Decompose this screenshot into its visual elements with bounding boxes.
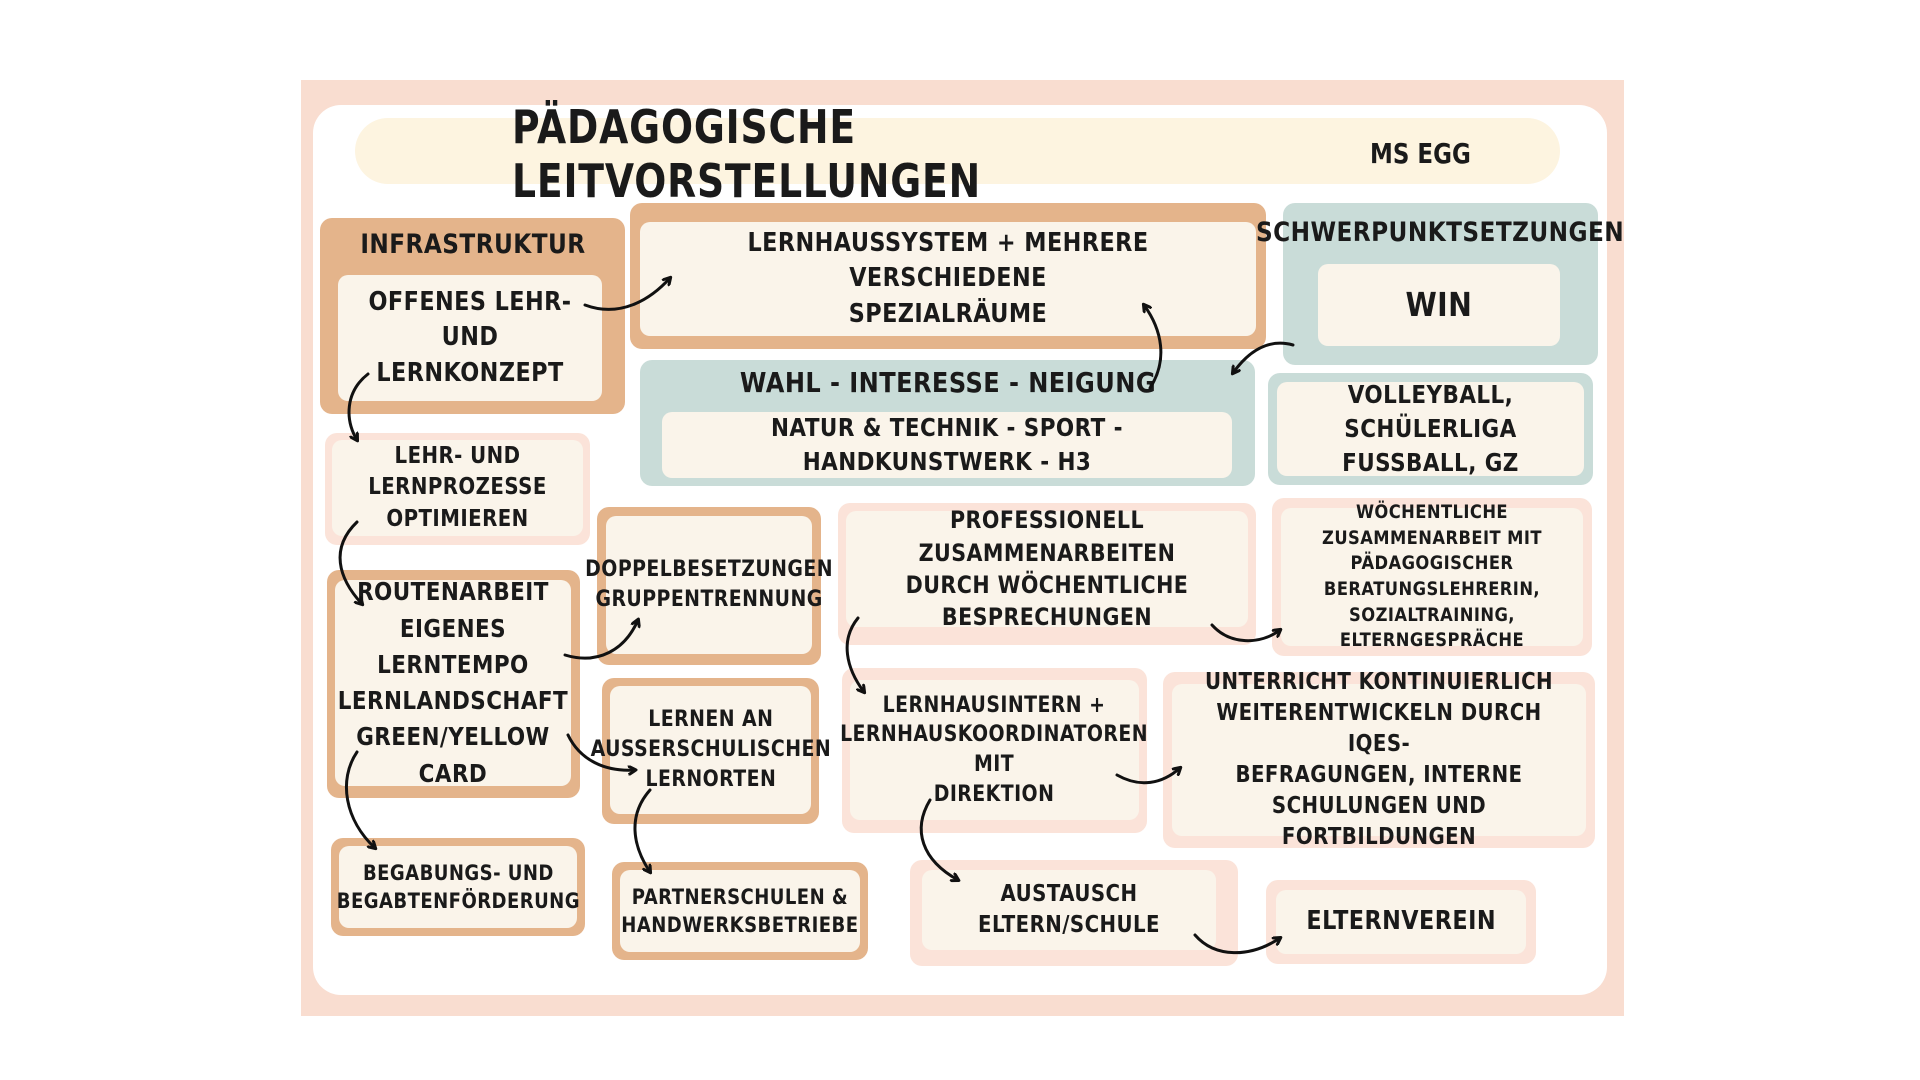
lehrprozesse-card: Lehr- und Lernprozesse optimieren: [332, 440, 583, 536]
schwerpunkt-heading: Schwerpunktsetzungen: [1256, 216, 1625, 248]
school-name: MS Egg: [1369, 136, 1471, 170]
page-title: Pädagogische Leitvorstellungen: [512, 100, 982, 208]
austausch-card: Austausch Eltern/Schule: [922, 870, 1216, 950]
routenarbeit-card: Routenarbeit eigenes Lerntempo Lernlands…: [335, 577, 571, 788]
doppelbesetzungen-card: Doppelbesetzungen Gruppentrennung: [585, 516, 832, 654]
elternverein-card: Elternverein: [1276, 890, 1526, 954]
partnerschulen-card: Partnerschulen & Handwerksbetriebe: [620, 870, 860, 952]
woechentliche-zusammenarbeit-card: Wöchentliche Zusammenarbeit mit pädagogi…: [1281, 501, 1583, 651]
wahlpflicht-card: Natur & Technik - Sport - Handkunstwerk …: [662, 412, 1232, 478]
professionell-card: Professionell zusammenarbeiten durch wöc…: [846, 506, 1248, 631]
win-card: WIN: [1318, 264, 1560, 346]
infrastruktur-heading: Infrastruktur: [359, 228, 586, 260]
volleyball-card: Volleyball, Schülerliga Fußball, GZ: [1277, 380, 1584, 477]
lernhausintern-card: Lernhausintern + Lernhauskoordinatoren m…: [841, 680, 1148, 820]
unterricht-card: Unterricht kontinuierlich weiterentwicke…: [1172, 669, 1586, 850]
title-banner: [355, 118, 1560, 184]
lernorte-card: Lernen an außerschulischen Lernorten: [590, 686, 830, 814]
begabung-card: Begabungs- und Begabtenförderung: [336, 846, 579, 928]
offenes-lernkonzept-card: Offenes Lehr- und Lernkonzept: [338, 275, 602, 401]
lernhaussystem-card: Lernhaussystem + mehrere verschiedene Sp…: [640, 222, 1256, 336]
wahl-heading: Wahl - Interesse - Neigung: [739, 366, 1156, 400]
